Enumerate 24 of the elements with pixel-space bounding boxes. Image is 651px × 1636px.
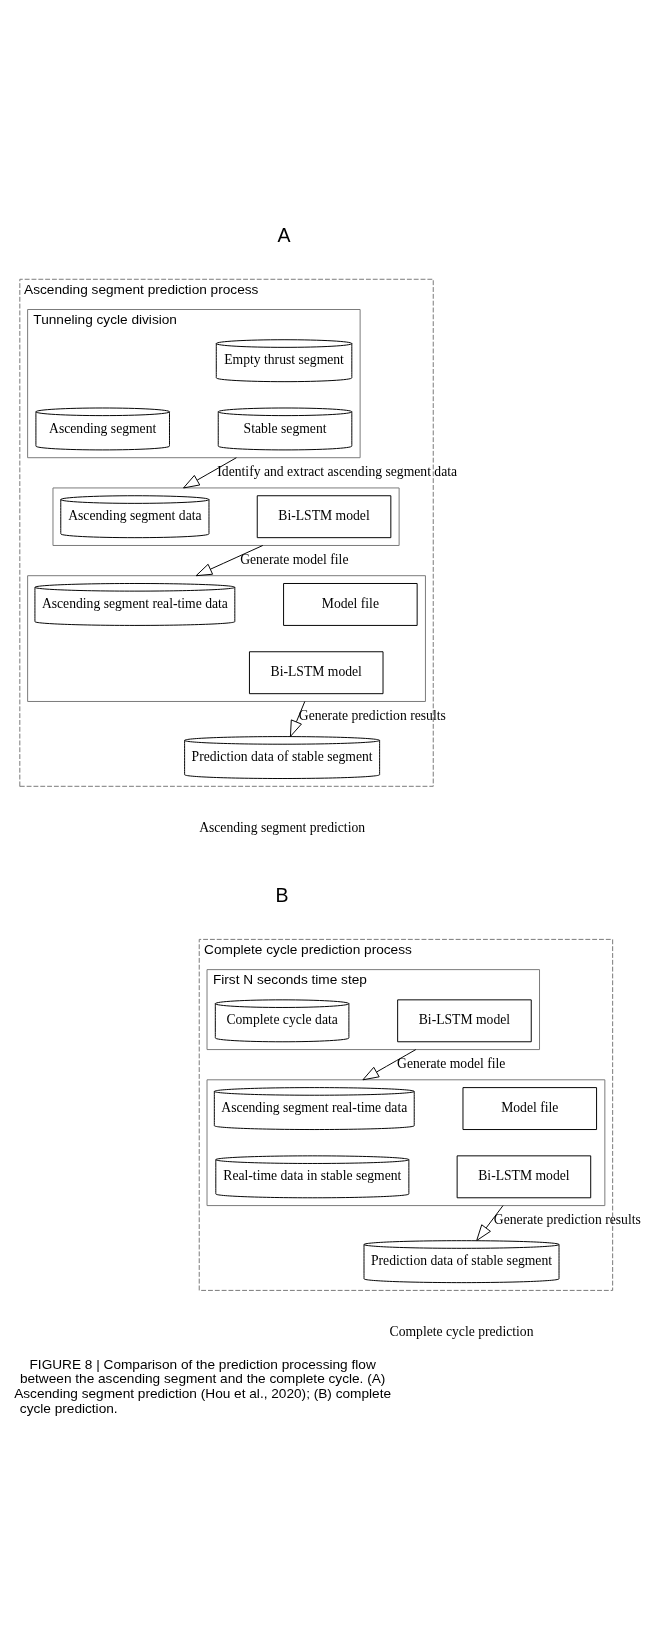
- arrow: [195, 545, 264, 577]
- arrow: [476, 1205, 504, 1241]
- node-label: Ascending segment prediction: [199, 820, 366, 836]
- label: A: [277, 223, 291, 246]
- arrow: [183, 457, 237, 489]
- edge-label: Generate prediction results: [298, 708, 446, 724]
- node-box: Model file: [283, 583, 418, 626]
- node-box: Bi-LSTM model: [248, 651, 384, 695]
- node-box: Bi-LSTM model: [256, 495, 392, 539]
- arrow: [289, 701, 306, 737]
- label: B: [275, 883, 289, 906]
- arrow: [362, 1049, 417, 1081]
- node-label: Complete cycle prediction: [389, 1324, 534, 1340]
- node-box: Model file: [462, 1087, 598, 1130]
- edge-label: Generate prediction results: [493, 1212, 641, 1228]
- node-box: Bi-LSTM model: [456, 1155, 592, 1199]
- cluster: [206, 1079, 606, 1207]
- edge-label: Identify and extract ascending segment data: [217, 464, 458, 480]
- cluster: [52, 487, 400, 546]
- caption: FIGURE 8 | Comparison of the prediction processing flow between the ascending segment and the complete cycle. (A) Ascending segment prediction (Hou et al., 2020); (B) complete cycle prediction.: [14, 1356, 392, 1416]
- edge-label: Generate model file: [240, 552, 349, 568]
- cluster: [27, 575, 426, 702]
- edge-label: Generate model file: [397, 1056, 506, 1072]
- node-box: Bi-LSTM model: [397, 999, 532, 1043]
